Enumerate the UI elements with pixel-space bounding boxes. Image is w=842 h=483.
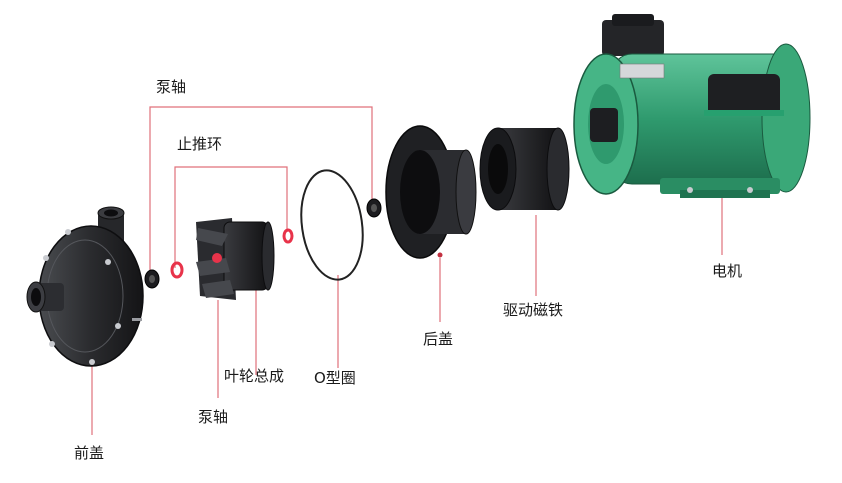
label-thrust-ring: 止推环	[177, 135, 223, 153]
label-impeller-assembly: 叶轮总成	[224, 367, 285, 385]
thrust-ring-left	[170, 261, 184, 279]
label-drive-magnet: 驱动磁铁	[503, 301, 564, 319]
label-pump-shaft-top: 泵轴	[156, 78, 187, 96]
drive-magnet-part	[479, 127, 570, 211]
impeller-assembly-part	[196, 218, 275, 300]
o-ring-part	[300, 169, 364, 281]
leader-lines	[91, 106, 723, 435]
label-rear-cover: 后盖	[423, 330, 454, 348]
leader-pump-shaft-top	[149, 106, 373, 272]
label-motor: 电机	[712, 262, 743, 280]
label-pump-shaft-bottom: 泵轴	[198, 408, 229, 426]
front-cover-part	[26, 206, 144, 367]
label-front-cover: 前盖	[74, 444, 105, 462]
rear-bushing-part	[366, 198, 382, 218]
label-o-ring: O型圈	[314, 369, 356, 387]
leader-thrust-ring	[174, 166, 288, 268]
motor-part	[573, 14, 811, 198]
shaft-bushing-part	[144, 269, 160, 289]
thrust-ring-right	[282, 228, 294, 244]
rear-cover-part	[385, 125, 477, 259]
